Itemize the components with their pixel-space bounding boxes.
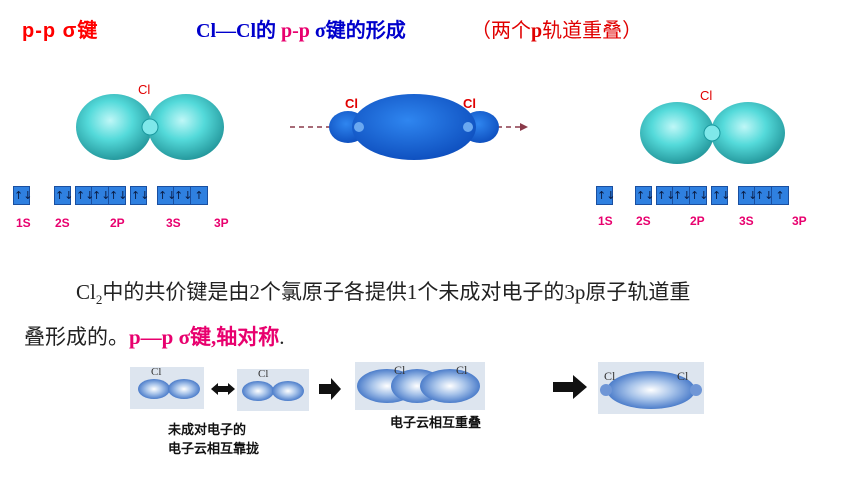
explanation-period: . [279,325,285,349]
process-cl-label: Cl [456,363,468,377]
sublevel-label: 3S [739,214,754,228]
caption-approach-line1: 未成对电子的 [168,422,247,437]
caption-approach-line2: 电子云相互靠拢 [168,441,260,456]
orbital-box: ↑↓ [157,186,176,205]
title-main-c: σ键的形成 [309,20,406,42]
caption-approach: 未成对电子的 电子云相互靠拢 [168,420,259,458]
electron-config-left: ↑↓ ↑↓ ↑↓↑↓↑↓ ↑↓ ↑↓↑↓↑ [13,186,208,205]
orbital-box: ↑↓ [755,186,773,205]
orbital-box: ↑↓ [738,186,757,205]
process-cl-label: Cl [151,366,162,378]
orbital-box: ↑↓ [75,186,94,205]
sublevel-label: 2P [110,216,125,230]
orbital-box: ↑ [772,186,789,205]
sublevel-label: 2S [55,216,70,230]
explanation-line-2: 叠形成的。p—p σ键,轴对称. [24,321,285,351]
left-atom-orbital [76,94,224,160]
title-paren-p: p [531,20,543,42]
cl-symbol: Cl [76,280,96,304]
double-arrow-icon [211,383,235,395]
orbital-box: ↑↓ [673,186,691,205]
title-paren-b: 轨道重叠） [542,20,643,42]
sublevel-label: 2S [636,214,651,228]
explanation-text-1: 中的共价键是由2个氯原子各提供1个未成对电子的3p原子轨道重 [102,280,691,304]
orbital-box: ↑↓ [130,186,149,205]
process-cl-label: Cl [677,369,689,383]
orbital-box: ↑↓ [635,186,654,205]
left-atom-label: Cl [138,82,151,97]
middle-left-label: Cl [345,96,358,111]
title-main-a: Cl—Cl的 [196,20,281,42]
process-cl-label: Cl [394,363,406,377]
title-pp-sigma: p-p σ键 [22,20,99,42]
sublevel-label: 3P [214,216,229,230]
bond-formation-process [130,362,704,414]
orbital-box: ↑↓ [54,186,73,205]
cl-subscript: 2 [95,292,103,308]
title-paren: （两个p轨道重叠） [471,14,642,43]
title-main-b: p-p [281,20,310,42]
title-paren-a: （两个 [471,20,531,42]
sublevel-label: 1S [598,214,613,228]
title-main: Cl—Cl的 p-p σ键的形成 [196,14,406,43]
sigma-bond-orbital [329,94,499,160]
caption-overlap: 电子云相互重叠 [390,415,482,430]
process-cl-label: Cl [258,368,269,380]
orbital-box: ↑↓ [711,186,730,205]
right-arrow-icon [319,378,341,400]
sublevel-label: 1S [16,216,31,230]
orbital-box: ↑↓ [596,186,615,205]
right-atom-orbital [640,102,785,164]
middle-right-label: Cl [463,96,476,111]
sublevel-label: 3S [166,216,181,230]
sublevel-label: 2P [690,214,705,228]
orbital-box: ↑↓ [109,186,127,205]
explanation-text-2: 叠形成的。 [24,325,129,349]
orbital-box: ↑↓ [656,186,675,205]
right-atom-label: Cl [700,88,713,103]
orbital-box: ↑↓ [174,186,192,205]
pp-sigma-highlight: p—p σ键,轴对称 [129,325,280,349]
orbital-box: ↑ [191,186,208,205]
orbital-box: ↑↓ [690,186,708,205]
explanation-line-1: Cl2中的共价键是由2个氯原子各提供1个未成对电子的3p原子轨道重 [76,276,690,308]
electron-config-right: ↑↓ ↑↓ ↑↓↑↓↑↓ ↑↓ ↑↓↑↓↑ [596,186,789,205]
process-cl-label: Cl [604,369,616,383]
sublevel-label: 3P [792,214,807,228]
orbital-box: ↑↓ [92,186,110,205]
orbital-diagram [76,94,785,164]
right-arrow-icon [553,375,587,399]
orbital-box: ↑↓ [13,186,32,205]
